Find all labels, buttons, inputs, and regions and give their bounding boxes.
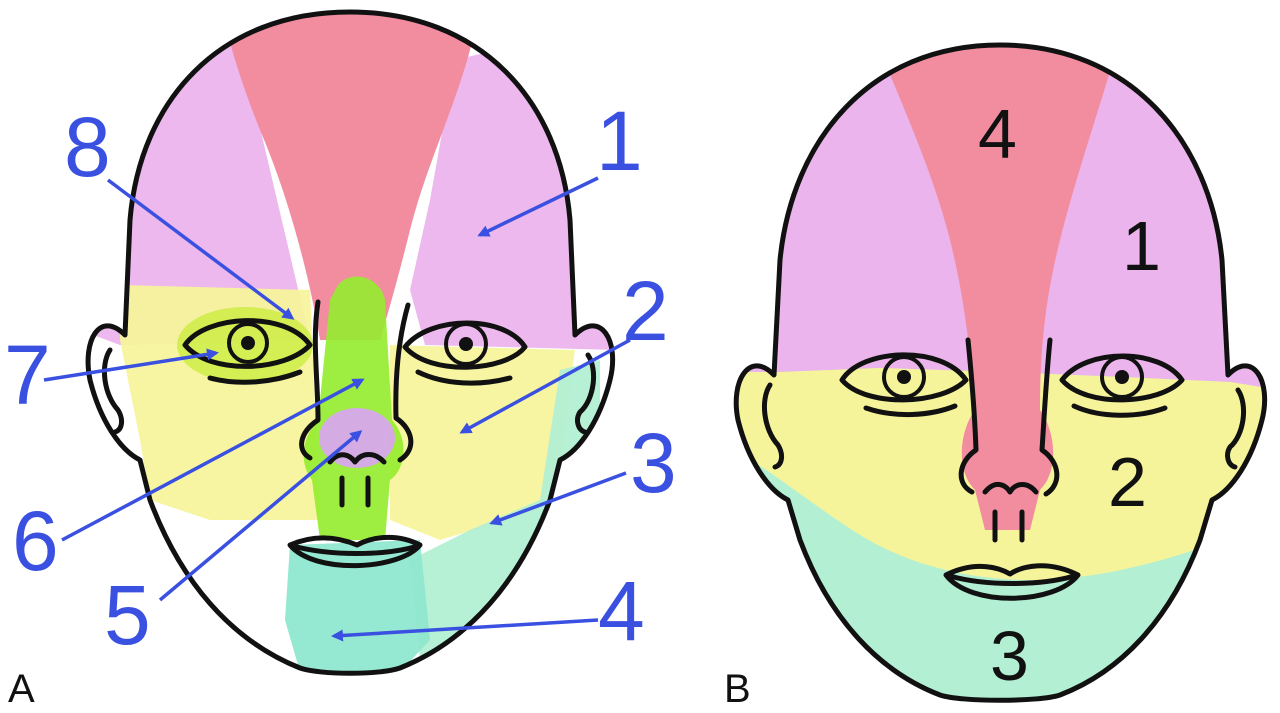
- panel-a-ear-left: [102, 347, 125, 435]
- callout-8: 8: [64, 100, 111, 194]
- panel-a-philtrum: [339, 475, 371, 508]
- zone-label-4: 4: [978, 95, 1017, 173]
- panel-a-pupil-right: [459, 337, 473, 351]
- arrow-2: [459, 338, 631, 434]
- panel-b-ear-right: [1225, 387, 1246, 470]
- arrow-5: [158, 430, 363, 602]
- arrow-3: [489, 471, 627, 526]
- arrow-4: [331, 618, 599, 642]
- callout-7: 7: [4, 328, 51, 422]
- panel-b-nose-left: [958, 337, 979, 495]
- arrow-7: [43, 348, 219, 382]
- arrow-6: [61, 378, 365, 542]
- zone-4-central-band: [860, 45, 1130, 530]
- callout-2: 2: [622, 264, 669, 358]
- panel-a-nose-right: [393, 302, 414, 463]
- panel-a-iris-left: [227, 322, 269, 364]
- panel-b-nose-right: [1039, 337, 1060, 497]
- panel-a-lid-right: [415, 369, 513, 386]
- panel-b-eye-left: [839, 352, 969, 403]
- zone-label-3: 3: [990, 617, 1029, 695]
- panel-label-b: B: [724, 667, 751, 711]
- panel-a-nostrils: [327, 452, 387, 465]
- zone-3-jaw-right: [410, 360, 600, 660]
- panel-b-philtrum: [992, 509, 1025, 543]
- panel-b-ear-left: [762, 382, 785, 470]
- callout-1: 1: [596, 94, 643, 188]
- panel-b-pupil-left: [897, 370, 911, 384]
- arrow-8: [106, 178, 295, 320]
- panel-a-eye-left: [182, 318, 313, 369]
- arrow-1: [477, 176, 599, 237]
- panel-a-arrows: [43, 176, 631, 642]
- panel-b-head-outline: [733, 42, 1268, 703]
- zone-4-chin: [285, 540, 430, 672]
- panel-a-pupil-left: [241, 336, 255, 350]
- panel-a-lid-left: [207, 369, 303, 385]
- panel-a-callouts: 1 2 3 4 5 6 7 8: [4, 94, 677, 662]
- panel-a-iris-right: [444, 322, 488, 366]
- panel-b-iris-left: [882, 355, 926, 399]
- panel-b-face: [733, 42, 1268, 703]
- panel-b-lips: [943, 563, 1081, 601]
- panel-b-mouth-line: [947, 573, 1077, 586]
- panel-b-nostrils: [982, 482, 1039, 495]
- panel-b-pupil-right: [1115, 370, 1129, 384]
- zone-4-central-forehead: [220, 12, 480, 340]
- panel-a-eye-right: [402, 320, 528, 370]
- panel-a-ear-right: [575, 352, 596, 435]
- panel-a-nose-left: [299, 299, 321, 461]
- panel-b-eye-right: [1059, 353, 1185, 403]
- panel-label-a: A: [8, 667, 35, 711]
- callout-4: 4: [598, 564, 645, 658]
- panel-a-lips: [287, 534, 423, 569]
- panel-b-lid-right: [1071, 403, 1168, 418]
- panel-b-zone-labels: 4 1 2 3: [978, 95, 1161, 695]
- callout-6: 6: [12, 494, 59, 588]
- panel-b-lid-left: [863, 403, 958, 417]
- panel-b-iris-right: [1100, 355, 1144, 399]
- zone-label-1: 1: [1122, 207, 1161, 285]
- callout-3: 3: [630, 416, 677, 510]
- zone-label-2: 2: [1108, 443, 1147, 521]
- panel-a-mouth-line: [290, 543, 421, 556]
- callout-5: 5: [104, 568, 151, 662]
- panel-a-head-outline: [85, 9, 616, 676]
